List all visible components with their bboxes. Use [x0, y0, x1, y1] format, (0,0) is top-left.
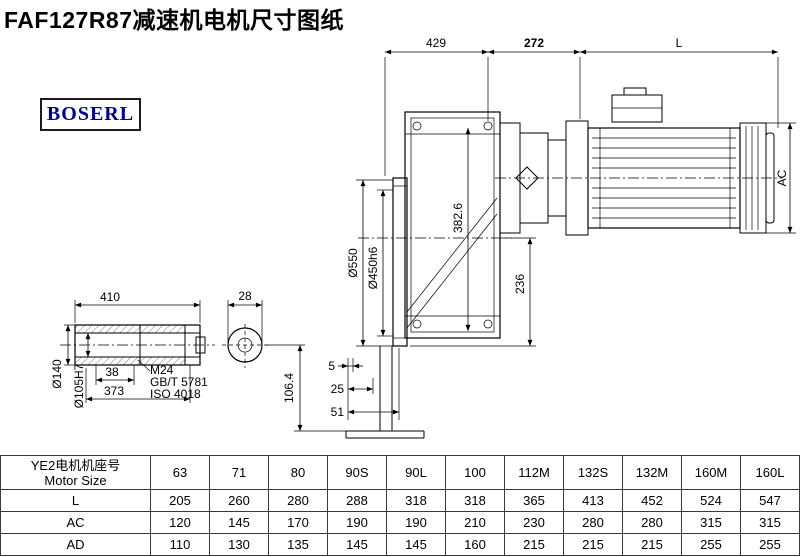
dim-550: Ø550	[346, 248, 360, 278]
table-cell: 205	[150, 489, 210, 512]
dim-236: 236	[513, 274, 527, 294]
table-cell: 280	[268, 489, 328, 512]
table-cell: 145	[386, 533, 446, 556]
table-cell: 120	[150, 511, 210, 534]
mounting-foot: 5 25 51	[328, 346, 425, 439]
electric-motor	[495, 87, 782, 234]
table-cell: 280	[563, 511, 623, 534]
table-row-L: L 205 260 280 288 318 318 365 413 452 52…	[0, 489, 800, 512]
col-header: 112M	[504, 455, 564, 490]
table-cell: 413	[563, 489, 623, 512]
row-label: L	[0, 489, 151, 512]
table-cell: 255	[681, 533, 741, 556]
dim-28: 28	[238, 289, 252, 303]
table-cell: 318	[445, 489, 505, 512]
shaft-end-view: 28	[222, 289, 268, 368]
table-cell: 160	[445, 533, 505, 556]
dim-25: 25	[331, 382, 345, 396]
table-cell: 288	[327, 489, 387, 512]
table-cell: 190	[386, 511, 446, 534]
dim-105h7: Ø105H7	[72, 363, 86, 408]
motor-size-header-en: Motor Size	[44, 472, 107, 488]
table-cell: 130	[209, 533, 269, 556]
dimension-106-4: 106.4	[266, 344, 348, 432]
boserl-logo: BOSERL	[40, 98, 141, 131]
col-header: 132M	[622, 455, 682, 490]
thread-label-m24: M24	[150, 363, 174, 377]
table-cell: 452	[622, 489, 682, 512]
table-cell: 145	[327, 533, 387, 556]
table-cell: 215	[622, 533, 682, 556]
table-header-row: YE2电机机座号 Motor Size 63 71 80 90S 90L 100…	[0, 455, 800, 490]
dim-51: 51	[331, 405, 345, 419]
row-label: AC	[0, 511, 151, 534]
dim-272: 272	[524, 36, 544, 50]
col-header: 160L	[740, 455, 800, 490]
dim-429: 429	[426, 36, 446, 50]
table-cell: 215	[563, 533, 623, 556]
table-cell: 315	[740, 511, 800, 534]
col-header: 90S	[327, 455, 387, 490]
standard-gbt-5781: GB/T 5781	[150, 375, 208, 389]
table-cell: 547	[740, 489, 800, 512]
col-header: 160M	[681, 455, 741, 490]
table-cell: 215	[504, 533, 564, 556]
output-flange	[358, 177, 512, 347]
table-cell: 315	[681, 511, 741, 534]
dim-450h6: Ø450h6	[366, 246, 380, 289]
col-header: 132S	[563, 455, 623, 490]
dim-373: 373	[104, 384, 124, 398]
table-cell: 110	[150, 533, 210, 556]
motor-size-header-cn: YE2电机机座号	[30, 457, 121, 473]
dim-L: L	[676, 36, 683, 50]
table-row-AD: AD 110 130 135 145 145 160 215 215 215 2…	[0, 533, 800, 556]
shaft-detail: M24 GB/T 5781 ISO 4018 410 Ø140 Ø105H7 3…	[50, 290, 215, 408]
dimension-flange-diameters: Ø550 Ø450h6	[346, 179, 393, 347]
table-cell: 280	[622, 511, 682, 534]
dim-AC: AC	[775, 169, 789, 186]
col-header: 63	[150, 455, 210, 490]
table-cell: 135	[268, 533, 328, 556]
row-label: AD	[0, 533, 151, 556]
dim-5: 5	[328, 359, 335, 373]
page-title: FAF127R87减速机电机尺寸图纸	[4, 7, 345, 33]
dim-106-4: 106.4	[282, 373, 296, 403]
dimension-382-6: 382.6	[449, 127, 471, 331]
top-dimension-chain: 429 272 L	[384, 36, 779, 176]
dimension-236: 236	[410, 237, 536, 347]
table-cell: 145	[209, 511, 269, 534]
table-cell: 190	[327, 511, 387, 534]
end-bolt	[195, 336, 206, 354]
dim-38: 38	[105, 365, 119, 379]
table-cell: 260	[209, 489, 269, 512]
table-cell: 255	[740, 533, 800, 556]
table-cell: 210	[445, 511, 505, 534]
boserl-logo-text: BOSERL	[46, 103, 135, 125]
table-cell: 318	[386, 489, 446, 512]
technical-drawing: 429 272 L	[50, 36, 796, 439]
col-header: 80	[268, 455, 328, 490]
motor-size-header: YE2电机机座号 Motor Size	[0, 455, 151, 490]
col-header: 100	[445, 455, 505, 490]
dimension-ac: AC	[766, 122, 796, 234]
motor-size-table: YE2电机机座号 Motor Size 63 71 80 90S 90L 100…	[0, 455, 800, 556]
dim-410: 410	[100, 290, 120, 304]
table-row-AC: AC 120 145 170 190 190 210 230 280 280 3…	[0, 511, 800, 534]
table-cell: 365	[504, 489, 564, 512]
coupling-diamond-icon	[515, 166, 539, 190]
col-header: 90L	[386, 455, 446, 490]
terminal-box	[611, 94, 663, 123]
dim-140: Ø140	[50, 359, 64, 389]
table-cell: 230	[504, 511, 564, 534]
table-cell: 170	[268, 511, 328, 534]
table-cell: 524	[681, 489, 741, 512]
dim-382-6: 382.6	[451, 203, 465, 233]
col-header: 71	[209, 455, 269, 490]
